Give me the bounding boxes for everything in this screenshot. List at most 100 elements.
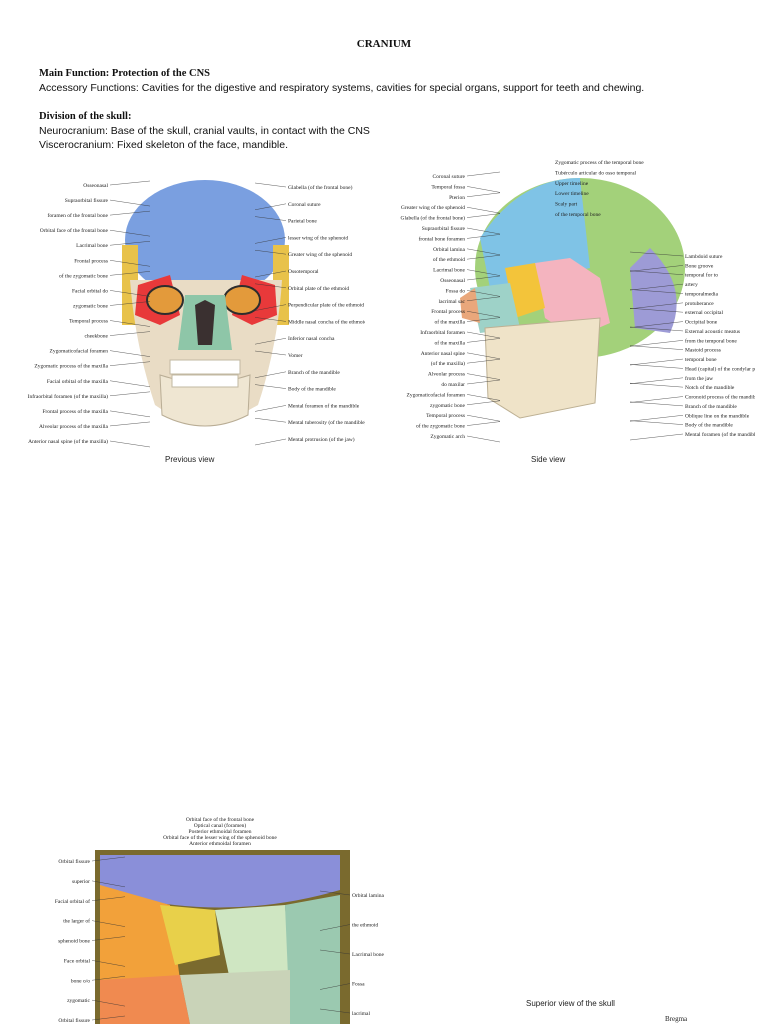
leader-line: [629, 433, 684, 441]
leader-line: [109, 301, 151, 306]
leader-line: [466, 435, 501, 443]
figure-label: Fossa: [352, 982, 365, 988]
figure-label: Anterior nasal spine (of the maxilla): [28, 438, 108, 445]
figure-label: Orbital plate of the ethmoid: [288, 285, 349, 292]
leader-line: [466, 338, 501, 343]
figure-label: the larger of: [63, 918, 90, 925]
orbit-right: [223, 285, 261, 315]
leader-line: [629, 345, 684, 350]
figure-label: Perpendicular plate of the ethmoid: [288, 302, 364, 309]
figure-label: foramen of the frontal bone: [48, 212, 109, 219]
figure-label: Greater wing of the sphenoid: [401, 204, 465, 211]
figure-label: Vomer: [288, 353, 303, 359]
figure-label: Lacrimal bone: [352, 952, 384, 958]
occipital-shape: [630, 248, 677, 333]
leader-line: [629, 377, 684, 384]
leader-line: [319, 1008, 351, 1014]
leader-line: [109, 320, 151, 327]
leader-line: [629, 308, 684, 313]
leader-line: [109, 421, 151, 427]
figure-label: Notch of the mandible: [685, 384, 735, 391]
leader-line: [629, 396, 684, 403]
figure-label: zygomatic: [67, 998, 90, 1004]
leader-line: [109, 331, 151, 336]
leader-line: [109, 271, 151, 276]
leader-line: [466, 296, 501, 301]
figure-label: Orbital lamina: [352, 893, 384, 899]
leader-line: [466, 171, 501, 177]
figure-label: Frontal process: [431, 309, 465, 315]
orbit-left: [146, 285, 184, 315]
figure-label: zygomatic bone: [430, 403, 466, 409]
leader-line: [109, 210, 151, 216]
figure-label: Orbital face of the lesser wing of the s…: [163, 834, 277, 841]
leader-line: [91, 896, 126, 901]
figure-label: do maxilar: [441, 382, 465, 388]
skull-side-view-figure: Zygomatic process of the temporal boneTu…: [401, 159, 755, 443]
leader-line: [254, 371, 287, 378]
figure-label: external occipital: [685, 310, 723, 316]
figure-label: Scaly part: [555, 202, 578, 208]
leader-line: [91, 920, 126, 927]
lacrimal-region: [285, 895, 340, 1024]
leader-line: [466, 186, 501, 193]
figure-label: Inferior nasal concha: [288, 335, 335, 342]
figure-label: Glabella (of the frontal bone): [401, 215, 466, 222]
leader-line: [109, 361, 151, 366]
figure-label: Orbital fissure: [58, 858, 90, 865]
leader-line: [254, 304, 287, 311]
figure-label: zygomatic bone: [73, 303, 109, 309]
figure-label: Middle nasal concha of the ethmoid: [288, 318, 365, 325]
leader-line: [466, 213, 501, 218]
leader-line: [466, 331, 501, 339]
figure-label: Zygomatic arch: [430, 434, 465, 440]
figure-label: artery: [685, 282, 698, 288]
figure-label: Branch of the mandible: [685, 403, 737, 410]
leader-line: [629, 283, 684, 291]
leader-line: [466, 317, 501, 322]
figure-label: Lambdoid suture: [685, 254, 723, 260]
figure-label: Orbital face of the frontal bone: [40, 227, 109, 234]
figure-label: Greater wing of the sphenoid: [288, 251, 352, 258]
figure-label: Supraorbital fissure: [65, 197, 109, 204]
greater-wing-region: [100, 885, 180, 985]
leader-line: [254, 418, 287, 423]
figure-label: Osseonasal: [440, 278, 465, 284]
leader-line: [466, 421, 501, 426]
figure-label: Facial orbital of the maxilla: [47, 378, 109, 385]
leader-line: [466, 311, 501, 318]
figure-label: protuberance: [685, 301, 714, 307]
figure-label: Zygomaticofacial foramen: [50, 348, 109, 355]
leader-line: [319, 983, 351, 990]
leader-line: [629, 321, 684, 328]
nasal-side: [460, 288, 480, 323]
figure-label: cheekbone: [84, 334, 108, 340]
leader-line: [466, 394, 501, 401]
bregma-label: Bregma: [665, 1015, 688, 1023]
figure-label: Mental foramen of the mandible: [288, 402, 360, 409]
figure-label: Pterion: [449, 195, 465, 201]
frontal-bone-shape: [125, 180, 285, 300]
lesser-wing-region: [160, 905, 220, 965]
orbital-roof: [100, 855, 340, 908]
figure-label: frontal bone foramen: [419, 235, 466, 242]
figure-label: Temporal process: [69, 319, 108, 325]
leader-line: [91, 856, 126, 862]
leader-line: [629, 401, 684, 407]
leader-line: [254, 317, 287, 322]
side-view-caption: Side view: [531, 455, 566, 464]
leader-line: [91, 1015, 126, 1021]
leader-line: [466, 415, 501, 422]
figure-label: the ethmoid: [352, 923, 378, 929]
leader-line: [254, 237, 287, 244]
sphenoid-shape: [505, 263, 545, 318]
figure-label: temporalmedia: [685, 291, 719, 297]
figure-label: Supraorbital fissure: [422, 225, 466, 232]
ethmoid-region: [215, 905, 290, 980]
figure-label: sphenoid bone: [58, 939, 90, 945]
mandible-side: [484, 317, 601, 419]
figure-label: of the ethmoid: [433, 256, 465, 263]
leader-line: [466, 275, 501, 281]
figure-label: Alveolar process of the maxilla: [39, 423, 109, 430]
figure-label: Tubérculo articular do osso temporal: [555, 170, 637, 176]
